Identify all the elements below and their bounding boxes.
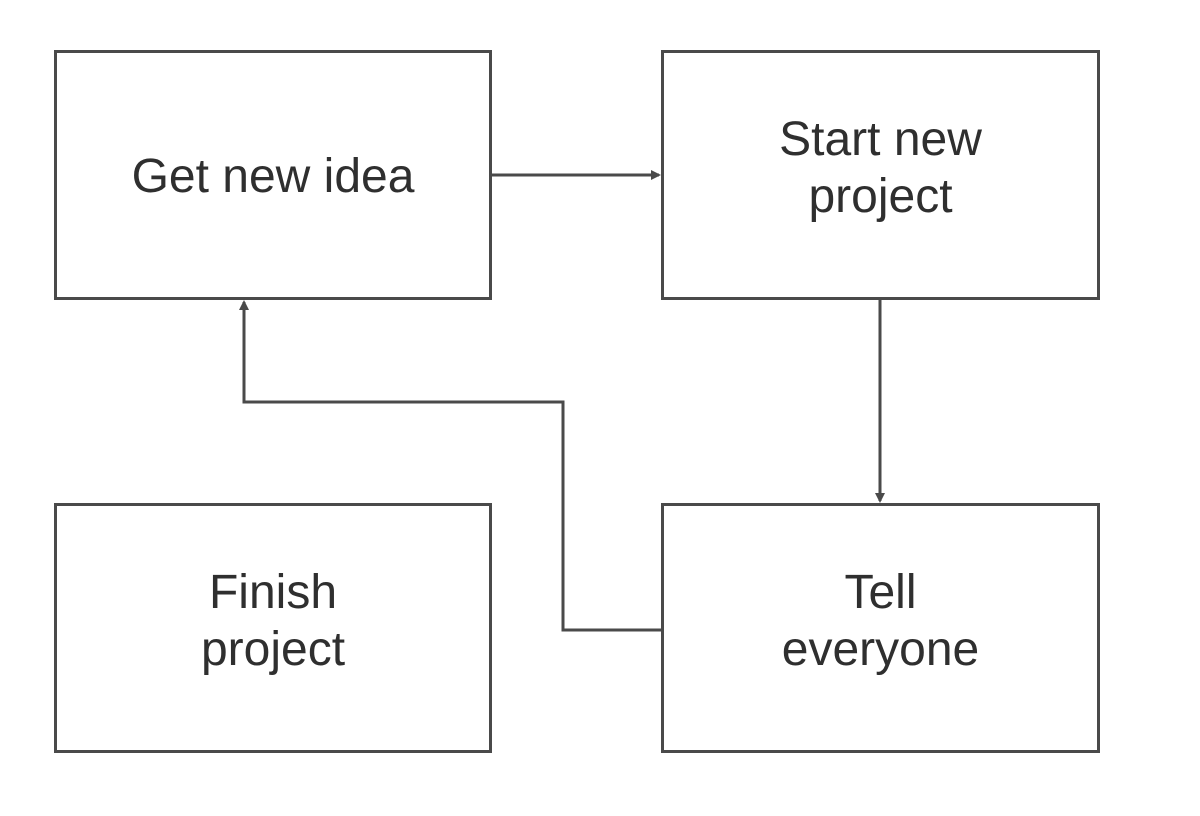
node-label-get-new-idea: Get new idea bbox=[131, 149, 415, 203]
node-start-new-project: Start new project bbox=[661, 50, 1100, 300]
node-label-finish-project: Finish project bbox=[200, 566, 346, 676]
node-label-start-new-project: Start new project bbox=[779, 113, 982, 223]
node-get-new-idea: Get new idea bbox=[54, 50, 492, 300]
node-label-tell-everyone: Tell everyone bbox=[781, 566, 980, 676]
node-finish-project: Finish project bbox=[54, 503, 492, 753]
node-tell-everyone: Tell everyone bbox=[661, 503, 1100, 753]
